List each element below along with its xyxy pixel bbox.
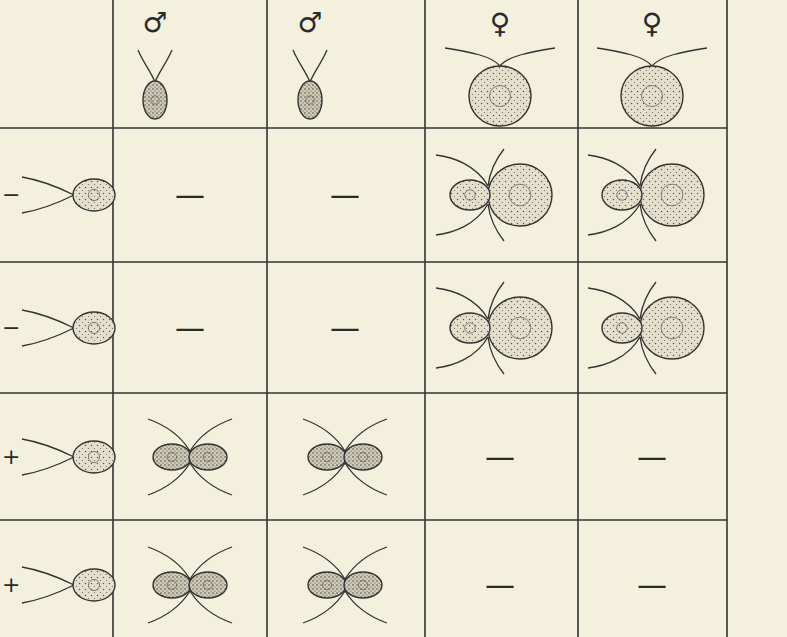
flagellum [22,195,74,213]
no-reaction-dash: — [485,442,515,472]
cell-body [344,444,382,470]
nucleus [358,452,367,461]
flagellum [652,48,707,66]
grid-line [424,0,426,637]
cell-body [73,569,115,601]
flagellum [22,439,74,457]
cell-body [73,312,115,344]
cell-body [488,297,552,359]
cell-body [153,572,191,598]
cell-body [469,66,531,126]
flagellum [445,48,500,66]
grid-line [0,519,727,521]
no-reaction-dash: — [175,313,205,343]
no-reaction-dash: — [485,570,515,600]
flagellum [155,50,172,82]
nucleus [617,190,628,201]
no-reaction-dash: — [330,180,360,210]
flagellum [22,457,74,475]
cell-body [602,180,642,210]
nucleus [203,452,212,461]
cell-body [450,313,490,343]
nucleus [465,190,476,201]
male-symbol: ♂ [297,9,322,37]
male-symbol: ♂ [142,9,167,37]
flagellum [138,50,155,82]
flagellum [22,585,74,603]
nucleus [306,96,314,104]
nucleus [88,322,99,333]
cell-body [640,297,704,359]
female-symbol: ♀ [490,10,511,38]
cell-body [153,444,191,470]
grid-line [0,392,727,394]
cell-body [344,572,382,598]
nucleus [167,452,176,461]
cell-body [189,572,227,598]
nucleus [358,580,367,589]
no-reaction-dash: — [637,570,667,600]
grid-line [0,127,727,129]
nucleus [151,96,159,104]
cell-body [450,180,490,210]
nucleus [88,579,99,590]
cell-body [189,444,227,470]
no-reaction-dash: — [175,180,205,210]
nucleus [490,86,511,107]
cell-body [640,164,704,226]
nucleus [203,580,212,589]
flagellum [22,177,74,195]
flagellum [22,328,74,346]
cell-body [143,81,167,119]
mating-type: − [2,317,20,339]
cell-body [621,66,683,126]
grid-line [726,0,728,637]
cell-body [308,572,346,598]
mating-type: + [2,574,20,596]
nucleus [322,580,331,589]
nucleus [661,184,683,206]
nucleus [509,184,531,206]
mating-type: − [2,184,20,206]
no-reaction-dash: — [330,313,360,343]
flagellum [597,48,652,66]
grid-line [266,0,268,637]
nucleus [661,317,683,339]
cell-body [298,81,322,119]
nucleus [88,451,99,462]
flagellum [22,310,74,328]
flagellum [310,50,327,82]
cell-body [73,179,115,211]
no-reaction-dash: — [637,442,667,472]
flagellum [22,567,74,585]
mating-type: + [2,446,20,468]
cell-body [488,164,552,226]
female-symbol: ♀ [642,10,663,38]
flagellum [500,48,555,66]
grid-line [112,0,114,637]
nucleus [322,452,331,461]
cell-body [308,444,346,470]
grid-line [0,261,727,263]
nucleus [617,323,628,334]
nucleus [88,189,99,200]
cell-body [73,441,115,473]
flagellum [293,50,310,82]
nucleus [465,323,476,334]
nucleus [642,86,663,107]
cell-body [602,313,642,343]
grid-line [577,0,579,637]
nucleus [167,580,176,589]
nucleus [509,317,531,339]
